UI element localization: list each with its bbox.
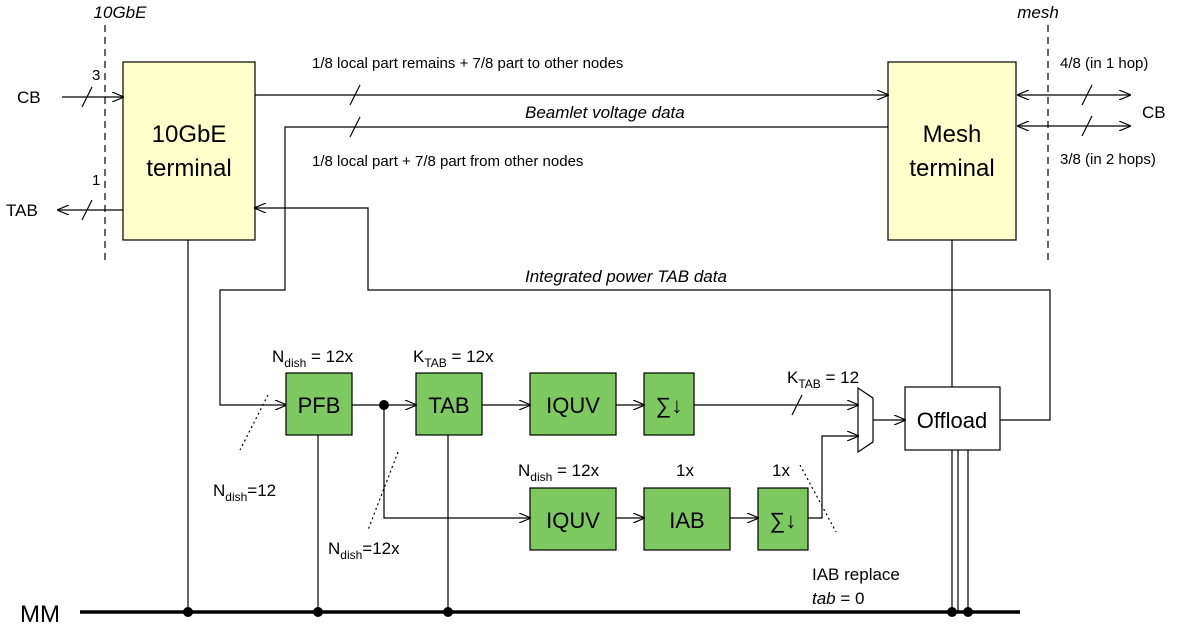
mm-bus-label: MM — [20, 601, 60, 628]
iquv-ndish-annotation: Ndish = 12x — [518, 461, 600, 484]
sum-mult-annotation: 1x — [772, 461, 790, 480]
tab-output-width-slash — [81, 199, 93, 221]
iab-mult-annotation: 1x — [676, 461, 694, 480]
boundary-mesh-label: mesh — [1017, 3, 1059, 22]
to-mesh-link-label: 1/8 local part remains + 7/8 part to oth… — [312, 55, 623, 72]
mesh-terminal-box — [887, 61, 1017, 241]
sum-top-label: ∑↓ — [656, 393, 683, 418]
mesh-port-2-slash — [1081, 115, 1093, 137]
mux-ktab-slash — [791, 394, 803, 416]
mm-junction-pfb — [313, 607, 323, 617]
tab-ktab-annotation: KTAB = 12x — [413, 347, 494, 370]
from-mesh-link-label: 1/8 local part + 7/8 part from other nod… — [312, 153, 583, 170]
iab-block-label: IAB — [669, 508, 704, 533]
mesh-port-1-slash — [1081, 84, 1093, 106]
tab-output-label: TAB — [6, 201, 38, 220]
cb-mesh-label: CB — [1142, 103, 1166, 122]
beamlet-link-slash — [349, 116, 361, 138]
branch-ndish-annotation: Ndish=12x — [328, 539, 400, 562]
iquv-top-block — [529, 372, 617, 436]
pfb-block — [285, 372, 353, 436]
sum-bottom-to-mux-link — [808, 436, 858, 519]
mesh-terminal-label-1: Mesh — [923, 121, 982, 148]
to-mesh-link-slash — [349, 84, 361, 106]
input-ndish-annotation: Ndish=12 — [213, 481, 276, 504]
offload-block — [904, 386, 1001, 451]
cb-input-width-slash — [81, 86, 93, 108]
ge-terminal-label-2: terminal — [146, 155, 231, 182]
pfb-block-label: PFB — [298, 393, 341, 418]
mux-ktab-annotation: KTAB = 12 — [787, 368, 859, 391]
mux-symbol — [857, 386, 874, 454]
integrated-power-label: Integrated power TAB data — [525, 267, 727, 286]
branch-to-iquv-bottom-link — [383, 405, 530, 518]
iab-replace-tab-annotation: tab = 0 — [812, 589, 864, 608]
cb-input-width: 3 — [92, 67, 100, 84]
iquv-top-label: IQUV — [546, 393, 600, 418]
tab-block-label: TAB — [428, 393, 469, 418]
boundary-10gbe-label: 10GbE — [94, 3, 148, 22]
iab-replace-annotation: IAB replace — [812, 565, 900, 584]
ge-terminal-box — [122, 61, 256, 241]
mm-junction-tab — [443, 607, 453, 617]
integrated-power-path — [255, 208, 1051, 421]
beamlet-data-path — [219, 126, 888, 405]
sum-bottom-label: ∑↓ — [770, 508, 797, 533]
mm-junction-offload — [963, 607, 973, 617]
iquv-bottom-label: IQUV — [546, 508, 600, 533]
iquv-bottom-block — [529, 487, 617, 551]
mm-junction-mesh — [947, 607, 957, 617]
branch-ndish-leader — [367, 451, 399, 531]
mesh-terminal-label-2: terminal — [909, 155, 994, 182]
mm-junction-ge — [183, 607, 193, 617]
cb-input-label: CB — [17, 88, 41, 107]
pfb-ndish-annotation: Ndish = 12x — [272, 347, 354, 370]
mesh-hop2-label: 3/8 (in 2 hops) — [1060, 151, 1156, 168]
offload-block-label: Offload — [917, 408, 988, 433]
ge-terminal-label-1: 10GbE — [152, 121, 227, 148]
iab-block — [643, 487, 731, 551]
tab-output-width: 1 — [92, 172, 100, 189]
sum-top-block — [643, 372, 695, 436]
mesh-hop1-label: 4/8 (in 1 hop) — [1060, 55, 1148, 72]
beamlet-link-label: Beamlet voltage data — [525, 103, 685, 122]
input-ndish-leader — [239, 394, 269, 451]
